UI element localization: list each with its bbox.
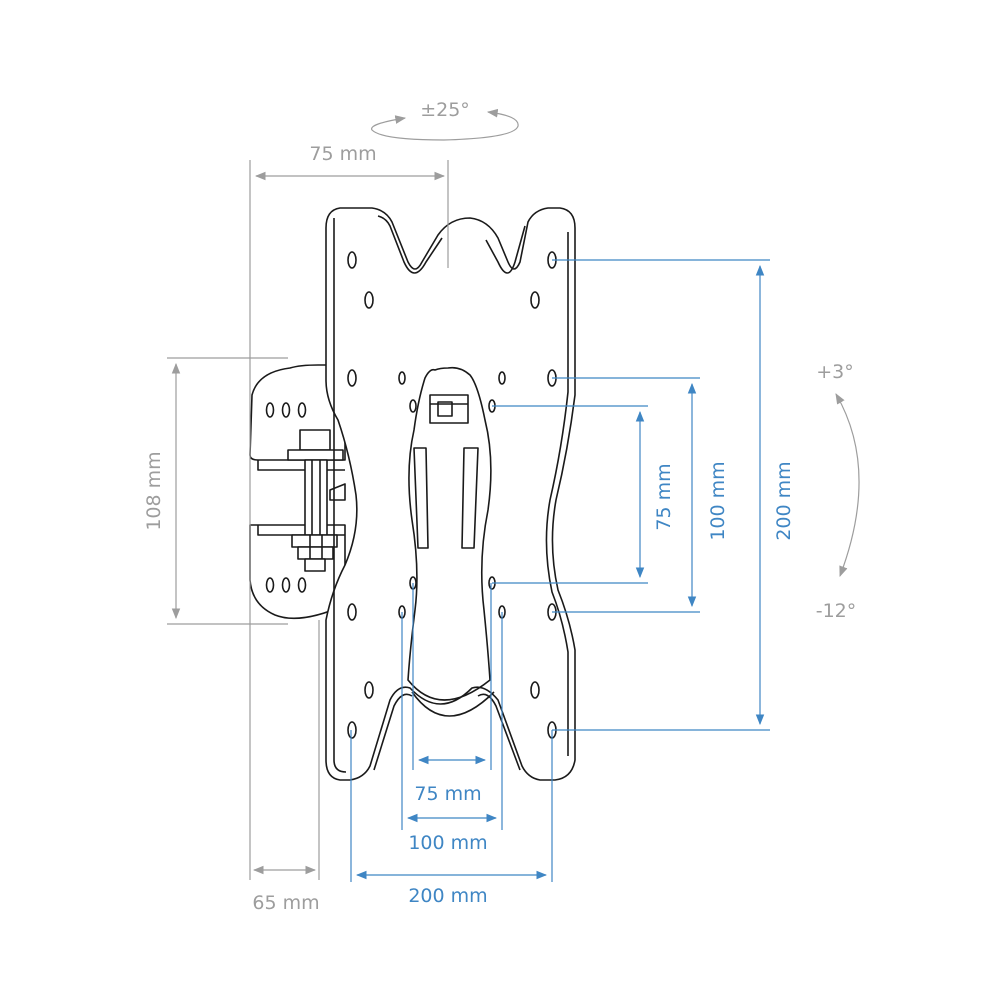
pivot-assembly xyxy=(287,429,346,572)
blue-dimensions xyxy=(350,259,770,882)
tilt-down-label: -12° xyxy=(816,600,857,622)
vesa-h-75-label: 75 mm xyxy=(653,463,675,530)
vesa-v-200-label: 200 mm xyxy=(408,885,487,907)
depth-max-label: 75 mm xyxy=(309,143,376,165)
vesa-v-75-label: 75 mm xyxy=(414,783,481,805)
tilt-up-label: +3° xyxy=(816,361,854,383)
labels: ±25° 75 mm 108 mm 65 mm +3° -12° 75 mm 1… xyxy=(143,99,856,914)
plate-height-label: 108 mm xyxy=(143,451,165,530)
swivel-label: ±25° xyxy=(420,99,470,121)
swivel-arrow-right xyxy=(443,108,519,141)
vesa-v-100-label: 100 mm xyxy=(408,832,487,854)
swivel-arrow-left xyxy=(371,115,445,141)
depth-min-label: 65 mm xyxy=(252,892,319,914)
tilt-arc xyxy=(835,393,860,578)
vesa-h-100-label: 100 mm xyxy=(707,461,729,540)
mount-drawing xyxy=(249,207,576,781)
gray-dimensions xyxy=(167,108,860,880)
vesa-h-200-label: 200 mm xyxy=(773,461,795,540)
vesa-plate xyxy=(325,207,576,781)
